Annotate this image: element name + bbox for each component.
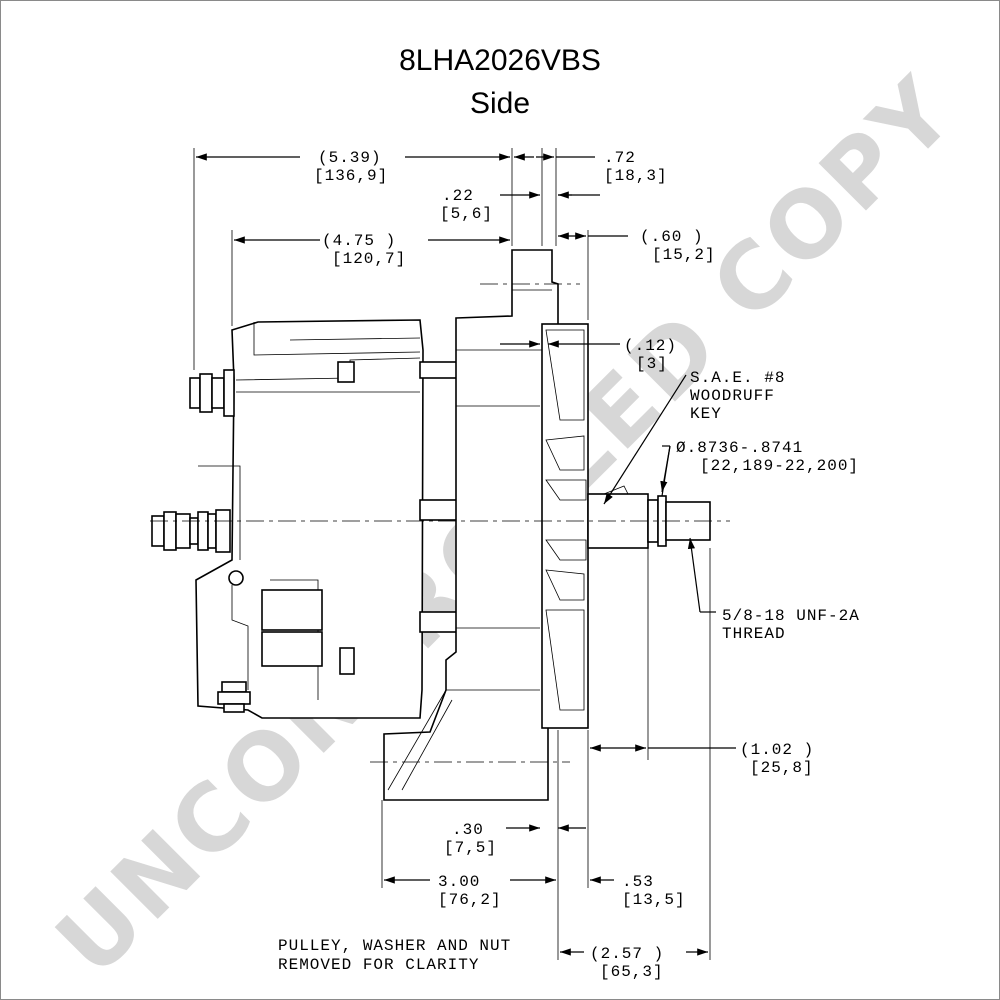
battery-terminal-stud bbox=[189, 369, 235, 417]
part-number-title: 8LHA2026VBS bbox=[399, 44, 601, 77]
dim-0-30-mm: [7,5] bbox=[444, 839, 497, 857]
dimension-lines bbox=[196, 153, 736, 956]
dim-0-60: (.60 ) bbox=[640, 228, 704, 246]
note-line2: REMOVED FOR CLARITY bbox=[278, 956, 479, 974]
dim-0-53: .53 bbox=[622, 873, 654, 891]
dim-1-02-mm: [25,8] bbox=[750, 759, 814, 777]
thread-callout-line1: 5/8-18 UNF-2A bbox=[722, 607, 860, 625]
output-terminal-stud bbox=[151, 509, 231, 553]
dim-0-12-mm: [3] bbox=[636, 355, 668, 373]
key-callout-line3: KEY bbox=[690, 405, 722, 423]
dim-3-00: 3.00 bbox=[438, 873, 480, 891]
thread-callout-line2: THREAD bbox=[722, 625, 786, 643]
view-title: Side bbox=[469, 87, 531, 120]
shaft bbox=[587, 485, 711, 549]
dim-4-75-mm: [120,7] bbox=[332, 250, 406, 268]
extension-lines bbox=[193, 148, 711, 960]
key-callout-line1: S.A.E. #8 bbox=[690, 369, 785, 387]
dim-0-72-mm: [18,3] bbox=[604, 167, 668, 185]
key-callout-line2: WOODRUFF bbox=[690, 387, 775, 405]
dim-0-22-mm: [5,6] bbox=[440, 205, 493, 223]
dim-5-39-mm: [136,9] bbox=[314, 167, 388, 185]
dim-0-22: .22 bbox=[442, 187, 474, 205]
cooling-fan bbox=[541, 323, 589, 729]
dim-0-72: .72 bbox=[604, 149, 636, 167]
notes: PULLEY, WASHER AND NUT REMOVED FOR CLARI… bbox=[278, 937, 511, 974]
dimension-labels: (5.39) [136,9] .72 [18,3] .22 [5,6] (4.7… bbox=[314, 149, 814, 981]
shaft-diameter-callout: Ø.8736-.8741 bbox=[676, 439, 803, 457]
dim-4-75: (4.75 ) bbox=[322, 232, 396, 250]
dim-0-60-mm: [15,2] bbox=[652, 246, 716, 264]
callouts: S.A.E. #8 WOODRUFF KEY Ø.8736-.8741 [22,… bbox=[676, 369, 860, 643]
dim-3-00-mm: [76,2] bbox=[438, 891, 502, 909]
shaft-diameter-mm-callout: [22,189-22,200] bbox=[700, 457, 859, 475]
dim-5-39: (5.39) bbox=[318, 149, 382, 167]
dim-0-30: .30 bbox=[452, 821, 484, 839]
note-line1: PULLEY, WASHER AND NUT bbox=[278, 937, 511, 955]
dim-2-57-mm: [65,3] bbox=[600, 963, 664, 981]
dim-1-02: (1.02 ) bbox=[740, 741, 814, 759]
dim-2-57: (2.57 ) bbox=[590, 945, 664, 963]
dim-0-12: (.12) bbox=[624, 337, 677, 355]
ground-terminal-stud bbox=[217, 681, 251, 713]
alternator-body bbox=[150, 249, 730, 801]
dim-0-53-mm: [13,5] bbox=[622, 891, 686, 909]
